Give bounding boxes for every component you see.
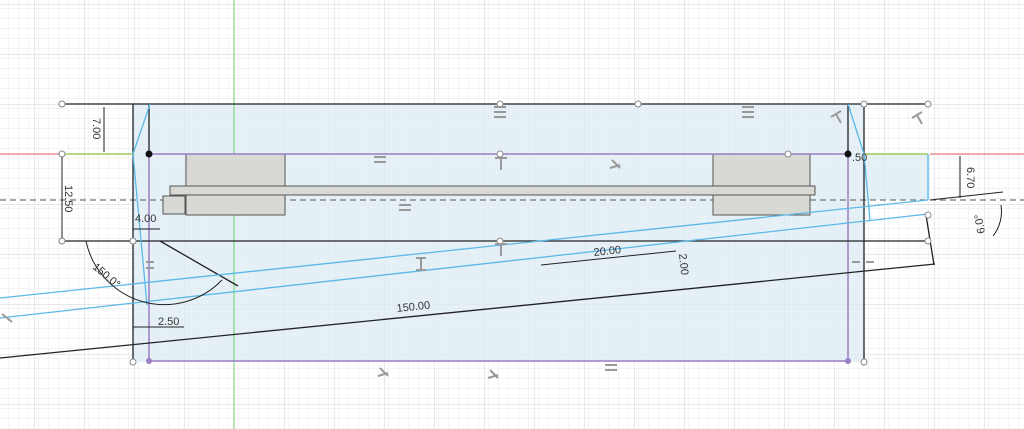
- projected-lines[interactable]: [0, 103, 929, 319]
- dim-right-gap[interactable]: .50: [852, 152, 867, 164]
- constraint-icons[interactable]: [1, 106, 923, 379]
- dim-angle-right[interactable]: 6.0°: [973, 213, 988, 234]
- dim-length[interactable]: 150.00: [396, 300, 431, 315]
- origin-point-left[interactable]: [145, 150, 153, 158]
- component-body[interactable]: [162, 153, 816, 216]
- dim-bottom-gap[interactable]: 2.50: [158, 316, 179, 328]
- dimension-lines[interactable]: [61, 107, 1004, 328]
- dim-top-offset[interactable]: 7.00: [90, 118, 102, 139]
- origin-point-right[interactable]: [844, 150, 852, 158]
- dim-mid-offset[interactable]: 2.00: [676, 253, 690, 276]
- corner-point[interactable]: [146, 358, 152, 364]
- dim-left-gap[interactable]: 4.00: [135, 213, 156, 225]
- dim-right-height[interactable]: 6.70: [964, 167, 976, 188]
- sketch-lines[interactable]: [0, 103, 936, 362]
- dim-mid-length[interactable]: 20.00: [593, 244, 622, 259]
- corner-point[interactable]: [845, 358, 851, 364]
- sketch-points[interactable]: [58, 100, 932, 366]
- profile-region[interactable]: [133, 104, 930, 362]
- dim-left-height[interactable]: 12.50: [62, 185, 74, 213]
